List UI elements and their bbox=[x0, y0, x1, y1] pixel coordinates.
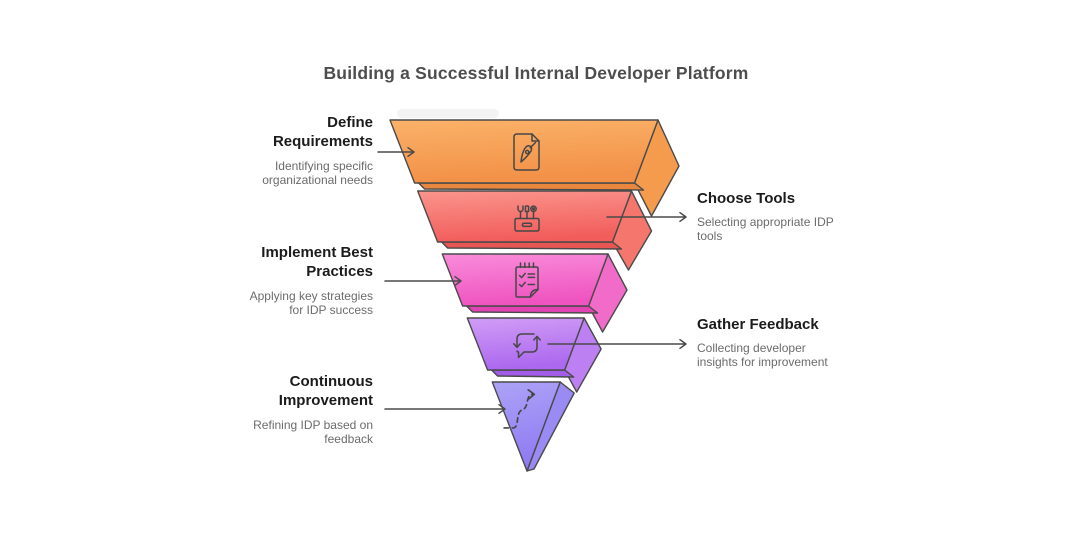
stage-title: Define Requirements bbox=[272, 114, 373, 150]
connector-arrow-implement-best-practices bbox=[384, 275, 462, 287]
checklist-icon bbox=[515, 262, 539, 298]
connector-arrow-choose-tools bbox=[606, 211, 687, 223]
stage-title: Implement Best Practices bbox=[261, 244, 373, 280]
feedback-loop-icon bbox=[513, 333, 541, 359]
funnel-stage-bottom-lip bbox=[417, 182, 645, 191]
stage-description: Applying key strategies for IDP success bbox=[249, 289, 373, 317]
stage-label-choose-tools: Choose Tools Selecting appropriate IDP t… bbox=[697, 189, 849, 243]
page-title: Building a Successful Internal Developer… bbox=[323, 63, 749, 83]
stage-label-continuous-improvement: Continuous Improvement Refining IDP base… bbox=[233, 372, 373, 446]
funnel-stage-front-face bbox=[466, 317, 585, 371]
connector-arrow-gather-feedback bbox=[547, 338, 687, 350]
background-smudge bbox=[397, 109, 499, 118]
stage-title: Continuous Improvement bbox=[278, 373, 373, 409]
connector-arrow-define-requirements bbox=[377, 146, 415, 158]
funnel-stage-front-face bbox=[491, 381, 561, 472]
funnel-stage-continuous-improvement bbox=[491, 381, 575, 472]
stage-label-define-requirements: Define Requirements Identifying specific… bbox=[233, 113, 373, 187]
funnel-stage-define-requirements bbox=[389, 119, 680, 217]
pen-document-icon bbox=[513, 133, 540, 171]
funnel-stage-choose-tools bbox=[417, 190, 653, 271]
stage-description: Selecting appropriate IDP tools bbox=[697, 215, 834, 243]
winding-path-icon bbox=[503, 388, 536, 429]
stage-label-gather-feedback: Gather Feedback Collecting developer ins… bbox=[697, 315, 849, 369]
stage-description: Collecting developer insights for improv… bbox=[697, 341, 828, 369]
funnel-stage-bottom-lip bbox=[440, 241, 623, 250]
stage-description: Identifying specific organizational need… bbox=[262, 159, 373, 187]
toolbox-icon bbox=[514, 205, 540, 232]
funnel-stage-gather-feedback bbox=[466, 317, 602, 393]
stage-title: Choose Tools bbox=[697, 190, 796, 207]
connector-arrow-continuous-improvement bbox=[384, 403, 506, 415]
funnel-stage-front-face bbox=[417, 190, 633, 243]
funnel-stage-bottom-lip bbox=[490, 369, 575, 378]
funnel-stage-front-face bbox=[441, 253, 609, 307]
funnel-stage-implement-best-practices bbox=[441, 253, 628, 333]
stage-label-implement-best-practices: Implement Best Practices Applying key st… bbox=[233, 243, 373, 317]
funnel-stage-bottom-lip bbox=[465, 305, 599, 314]
stage-description: Refining IDP based on feedback bbox=[253, 418, 373, 446]
stage-title: Gather Feedback bbox=[697, 316, 819, 333]
